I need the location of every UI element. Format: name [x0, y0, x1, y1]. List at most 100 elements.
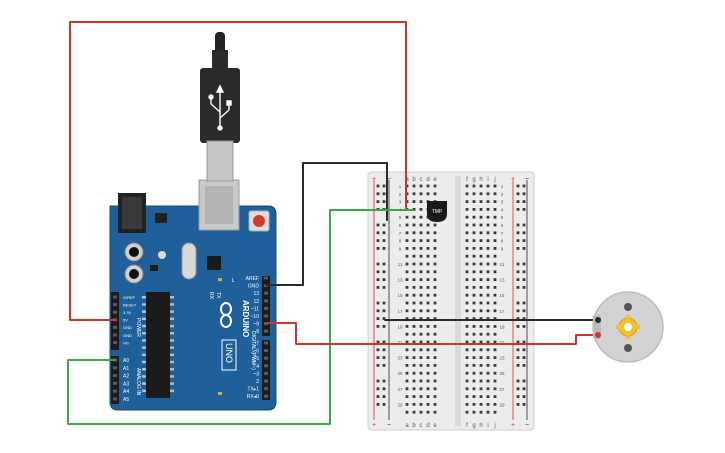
breadboard-hole[interactable] — [412, 200, 416, 203]
breadboard-hole[interactable] — [472, 231, 476, 235]
breadboard-hole[interactable] — [426, 278, 430, 281]
rail-hole[interactable] — [522, 340, 526, 344]
breadboard-hole[interactable] — [486, 293, 490, 297]
header-pin[interactable] — [113, 397, 117, 401]
rail-hole[interactable] — [516, 395, 520, 398]
breadboard-hole[interactable] — [472, 348, 476, 352]
breadboard-hole[interactable] — [419, 340, 423, 344]
breadboard-hole[interactable] — [433, 325, 437, 328]
breadboard-hole[interactable] — [426, 348, 430, 352]
breadboard-hole[interactable] — [479, 254, 483, 258]
breadboard-hole[interactable] — [486, 387, 490, 391]
breadboard-hole[interactable] — [479, 403, 483, 406]
breadboard-hole[interactable] — [433, 410, 437, 414]
breadboard-hole[interactable] — [486, 364, 490, 367]
breadboard-hole[interactable] — [433, 395, 437, 398]
header-pin[interactable] — [264, 364, 268, 368]
breadboard-hole[interactable] — [472, 208, 476, 211]
rail-hole[interactable] — [516, 356, 520, 359]
rail-hole[interactable] — [382, 184, 386, 188]
rail-hole[interactable] — [522, 223, 526, 227]
breadboard-hole[interactable] — [412, 192, 416, 196]
breadboard-hole[interactable] — [465, 184, 469, 188]
breadboard-hole[interactable] — [433, 278, 437, 281]
breadboard-hole[interactable] — [493, 371, 497, 375]
breadboard-hole[interactable] — [465, 356, 469, 359]
breadboard-hole[interactable] — [479, 364, 483, 367]
breadboard-hole[interactable] — [433, 309, 437, 313]
breadboard-hole[interactable] — [412, 317, 416, 320]
rail-hole[interactable] — [516, 348, 520, 352]
breadboard-hole[interactable] — [486, 317, 490, 320]
breadboard-hole[interactable] — [479, 247, 483, 250]
breadboard-hole[interactable] — [412, 356, 416, 359]
rail-hole[interactable] — [522, 317, 526, 320]
rail-hole[interactable] — [376, 379, 380, 383]
breadboard-hole[interactable] — [479, 332, 483, 336]
breadboard-hole[interactable] — [426, 371, 430, 375]
rail-hole[interactable] — [382, 340, 386, 344]
rail-hole[interactable] — [516, 387, 520, 391]
breadboard-hole[interactable] — [493, 247, 497, 250]
breadboard-hole[interactable] — [426, 364, 430, 367]
breadboard-hole[interactable] — [493, 317, 497, 320]
breadboard-hole[interactable] — [419, 278, 423, 281]
breadboard-hole[interactable] — [405, 395, 409, 398]
breadboard-hole[interactable] — [433, 332, 437, 336]
header-pin[interactable] — [264, 329, 268, 333]
breadboard-hole[interactable] — [419, 239, 423, 242]
rail-hole[interactable] — [522, 348, 526, 352]
breadboard-hole[interactable] — [405, 371, 409, 375]
reset-button-cap[interactable] — [253, 215, 265, 227]
rail-hole[interactable] — [522, 387, 526, 391]
breadboard-hole[interactable] — [479, 286, 483, 289]
breadboard-hole[interactable] — [433, 364, 437, 367]
breadboard-hole[interactable] — [405, 340, 409, 344]
breadboard-hole[interactable] — [419, 247, 423, 250]
rail-hole[interactable] — [376, 247, 380, 250]
breadboard-hole[interactable] — [472, 270, 476, 274]
header-pin[interactable] — [264, 276, 268, 280]
breadboard-hole[interactable] — [412, 395, 416, 398]
breadboard-hole[interactable] — [486, 325, 490, 328]
breadboard-hole[interactable] — [493, 262, 497, 266]
rail-hole[interactable] — [522, 395, 526, 398]
breadboard-hole[interactable] — [465, 293, 469, 297]
rail-hole[interactable] — [516, 270, 520, 274]
rail-hole[interactable] — [516, 200, 520, 203]
breadboard-hole[interactable] — [486, 231, 490, 235]
breadboard-hole[interactable] — [426, 262, 430, 266]
breadboard-hole[interactable] — [472, 410, 476, 414]
breadboard-hole[interactable] — [405, 364, 409, 367]
breadboard-hole[interactable] — [479, 348, 483, 352]
rail-hole[interactable] — [522, 247, 526, 250]
breadboard-hole[interactable] — [479, 278, 483, 281]
breadboard-hole[interactable] — [486, 247, 490, 250]
motor-terminal-positive[interactable] — [595, 332, 601, 338]
breadboard-hole[interactable] — [493, 286, 497, 289]
breadboard-hole[interactable] — [405, 348, 409, 352]
breadboard-hole[interactable] — [472, 325, 476, 328]
breadboard-hole[interactable] — [412, 223, 416, 227]
breadboard-hole[interactable] — [405, 410, 409, 414]
breadboard-hole[interactable] — [412, 340, 416, 344]
header-pin[interactable] — [113, 374, 117, 378]
breadboard-hole[interactable] — [419, 395, 423, 398]
header-pin[interactable] — [264, 314, 268, 318]
breadboard-hole[interactable] — [493, 309, 497, 313]
rail-hole[interactable] — [522, 403, 526, 406]
breadboard-hole[interactable] — [405, 286, 409, 289]
breadboard-hole[interactable] — [433, 223, 437, 227]
breadboard-hole[interactable] — [486, 379, 490, 383]
breadboard-hole[interactable] — [405, 325, 409, 328]
arduino-board[interactable]: L TX RX ARDUINO UNO DIGITAL (PWM~) POWER… — [109, 179, 277, 411]
breadboard-hole[interactable] — [472, 184, 476, 188]
breadboard-hole[interactable] — [472, 223, 476, 227]
breadboard-hole[interactable] — [433, 356, 437, 359]
breadboard-hole[interactable] — [472, 200, 476, 203]
breadboard-hole[interactable] — [419, 262, 423, 266]
rail-hole[interactable] — [376, 231, 380, 235]
rail-hole[interactable] — [376, 200, 380, 203]
rail-hole[interactable] — [522, 192, 526, 196]
breadboard-hole[interactable] — [479, 301, 483, 305]
